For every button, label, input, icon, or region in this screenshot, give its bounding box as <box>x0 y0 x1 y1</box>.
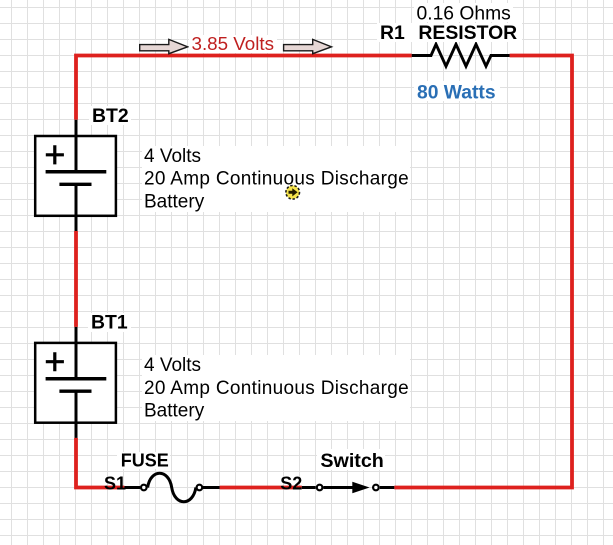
svg-text:Battery: Battery <box>144 191 205 212</box>
svg-text:RESISTOR: RESISTOR <box>418 22 517 44</box>
svg-text:S1: S1 <box>104 473 126 493</box>
svg-text:R1: R1 <box>380 22 405 44</box>
svg-text:20 Amp Continuous Discharge: 20 Amp Continuous Discharge <box>144 169 409 190</box>
svg-text:20 Amp Continuous Discharge: 20 Amp Continuous Discharge <box>144 378 409 399</box>
svg-text:4 Volts: 4 Volts <box>144 146 201 167</box>
svg-text:FUSE: FUSE <box>121 451 169 471</box>
svg-text:Battery: Battery <box>144 401 205 422</box>
svg-text:BT1: BT1 <box>91 312 128 334</box>
svg-text:4 Volts: 4 Volts <box>144 355 201 376</box>
svg-text:BT2: BT2 <box>92 105 129 127</box>
svg-text:Switch: Switch <box>320 450 383 472</box>
svg-text:S2: S2 <box>280 473 302 493</box>
svg-text:80 Watts: 80 Watts <box>417 83 496 104</box>
svg-text:3.85 Volts: 3.85 Volts <box>192 33 275 54</box>
svg-text:0.16 Ohms: 0.16 Ohms <box>417 3 511 24</box>
